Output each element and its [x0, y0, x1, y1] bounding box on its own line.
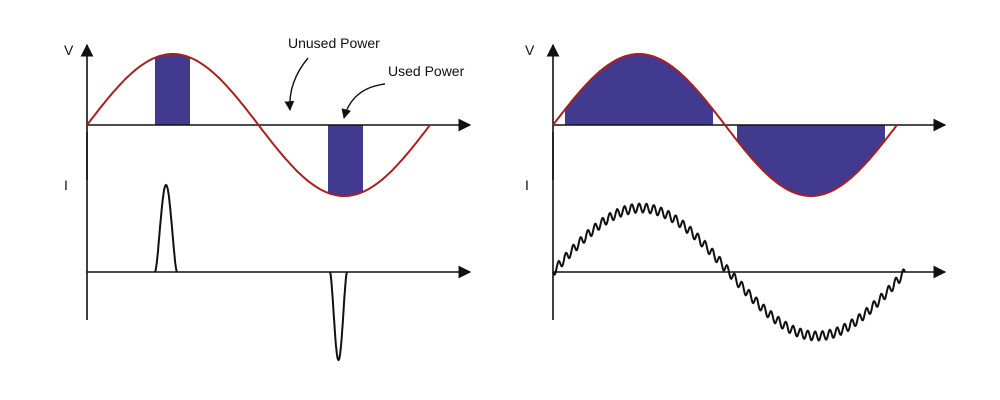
- left-voltage-label: V: [64, 42, 74, 58]
- unused-power-annotation: Unused Power: [288, 35, 380, 51]
- used-power-annotation: Used Power: [388, 63, 465, 79]
- right-panel: V I: [525, 42, 947, 342]
- left-voltage-wave: [86, 53, 431, 197]
- power-fill-negative: [737, 125, 885, 196]
- used-power-fill-positive: [155, 54, 190, 125]
- right-voltage-wave: [552, 53, 898, 197]
- right-current-wave: [552, 202, 906, 342]
- power-fill-positive: [565, 54, 713, 125]
- used-power-fill-negative: [328, 125, 363, 196]
- unused-power-arrow: [284, 57, 309, 111]
- used-power-arrow: [341, 83, 386, 119]
- left-current-pulses: [154, 183, 348, 362]
- left-panel: V Unused Power Used Power I: [64, 35, 472, 362]
- left-current-label: I: [64, 177, 68, 193]
- right-current-label: I: [525, 177, 529, 193]
- right-voltage-label: V: [525, 42, 535, 58]
